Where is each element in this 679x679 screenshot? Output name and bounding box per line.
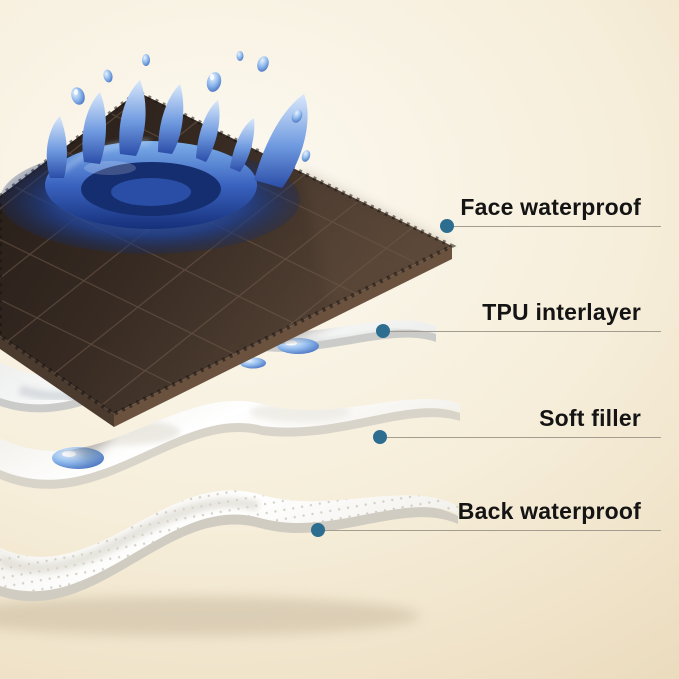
back-waterproof-layer <box>0 490 458 602</box>
soft-filler-layer <box>0 399 460 489</box>
label-face-waterproof: Face waterproof <box>460 194 641 220</box>
water-splash-icon <box>0 51 311 254</box>
water-droplets <box>71 51 311 162</box>
leader-dot <box>373 430 387 444</box>
leader-line-face-waterproof <box>447 226 661 227</box>
label-tpu-interlayer: TPU interlayer <box>482 299 641 325</box>
face-waterproof-layer <box>0 89 457 427</box>
leader-line-back-waterproof <box>318 530 661 531</box>
leader-dot <box>440 219 454 233</box>
leader-dot <box>376 324 390 338</box>
leader-line-tpu-interlayer <box>383 331 661 332</box>
label-soft-filler: Soft filler <box>539 405 641 431</box>
label-back-waterproof: Back waterproof <box>457 498 641 524</box>
splash-crown <box>46 80 308 188</box>
leader-line-soft-filler <box>380 437 661 438</box>
leader-dot <box>311 523 325 537</box>
ground-shadow <box>0 596 420 636</box>
